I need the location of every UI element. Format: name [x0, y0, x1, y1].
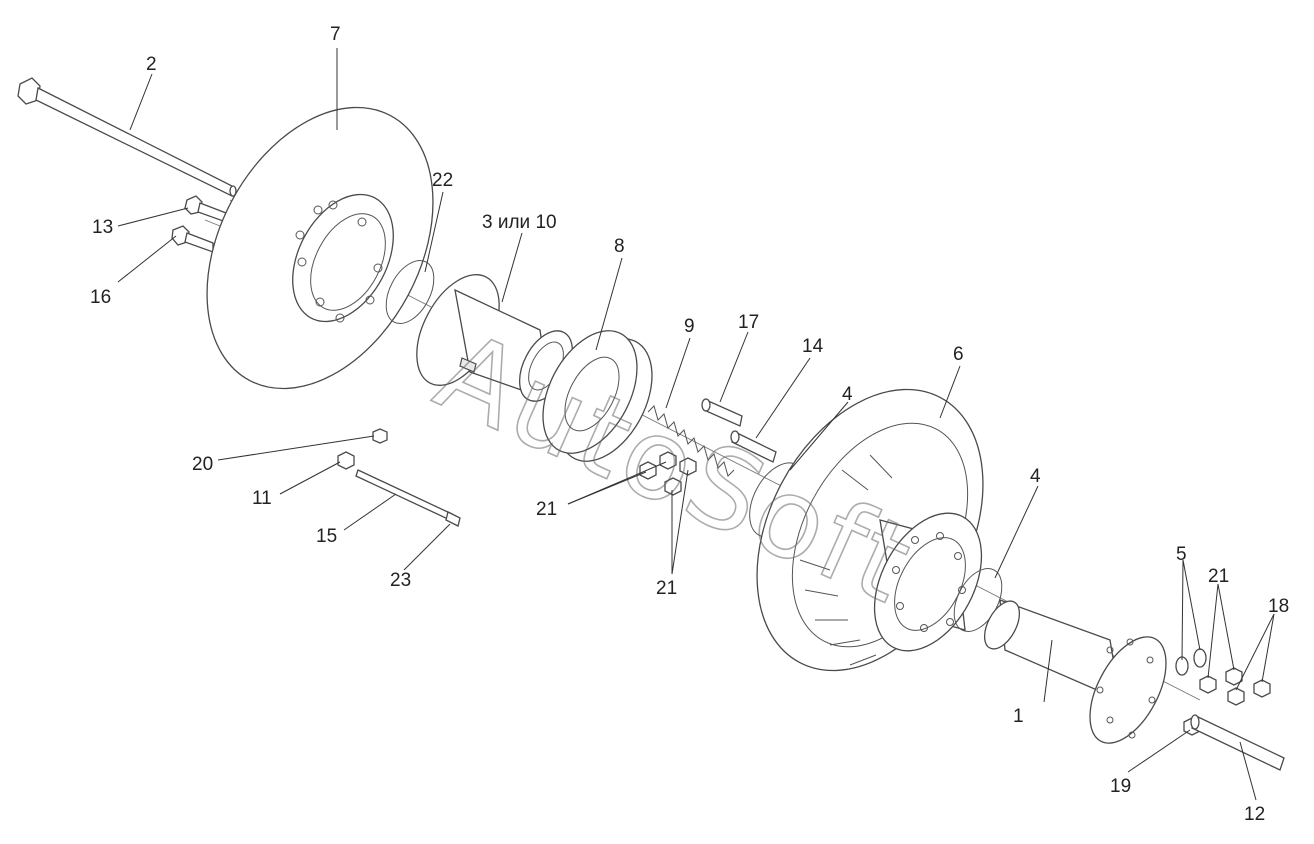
- part-12-pin: [1190, 714, 1285, 771]
- part-5-washers: [1175, 648, 1207, 676]
- label-part-9: 9: [684, 316, 695, 337]
- part-23-tip: [445, 511, 461, 527]
- part-labels: 7 2 22 13 3 или 10 8 16 9 17 14 6 4 20 4…: [90, 24, 1289, 825]
- label-part-3-or-10: 3 или 10: [482, 212, 557, 233]
- part-16-bolt: [171, 225, 214, 253]
- part-2-long-bolt: [17, 77, 237, 198]
- label-part-15: 15: [316, 526, 337, 547]
- label-part-8: 8: [614, 236, 625, 257]
- label-part-21-c: 21: [1208, 566, 1229, 587]
- part-3-or-10-sleeve: [416, 274, 574, 402]
- leader-lines: [117, 48, 1275, 801]
- label-part-1: 1: [1013, 706, 1024, 727]
- part-22-snap-ring: [385, 260, 435, 324]
- part-13-bolt: [184, 195, 227, 223]
- part-18-nuts: [1227, 679, 1271, 706]
- label-part-22: 22: [432, 170, 453, 191]
- part-8-ring: [542, 330, 653, 462]
- part-21-nuts-middle: [639, 451, 697, 496]
- label-part-2: 2: [146, 54, 157, 75]
- label-part-13: 13: [92, 217, 113, 238]
- part-1-shaft: [983, 599, 1167, 744]
- label-part-12: 12: [1244, 804, 1265, 825]
- label-part-19: 19: [1110, 776, 1131, 797]
- label-part-7: 7: [330, 24, 341, 45]
- label-part-20: 20: [192, 454, 213, 475]
- label-part-6: 6: [953, 344, 964, 365]
- part-20-nut: [372, 428, 388, 444]
- part-17-pin: [701, 398, 743, 427]
- label-part-4-b: 4: [1030, 466, 1041, 487]
- part-11-fitting: [337, 451, 355, 470]
- part-14-pin: [730, 430, 777, 463]
- label-part-14: 14: [802, 336, 824, 357]
- label-part-11: 11: [252, 488, 272, 509]
- label-part-21-b: 21: [656, 578, 677, 599]
- part-7-disc: [206, 106, 434, 390]
- label-part-5: 5: [1176, 544, 1187, 565]
- part-9-spring: [647, 405, 735, 477]
- label-part-21-a: 21: [536, 499, 557, 520]
- label-part-17: 17: [738, 312, 759, 333]
- label-part-23: 23: [390, 570, 411, 591]
- label-part-18: 18: [1268, 596, 1289, 617]
- label-part-4-a: 4: [842, 384, 853, 405]
- part-15-tube: [355, 469, 453, 521]
- label-part-16: 16: [90, 287, 111, 308]
